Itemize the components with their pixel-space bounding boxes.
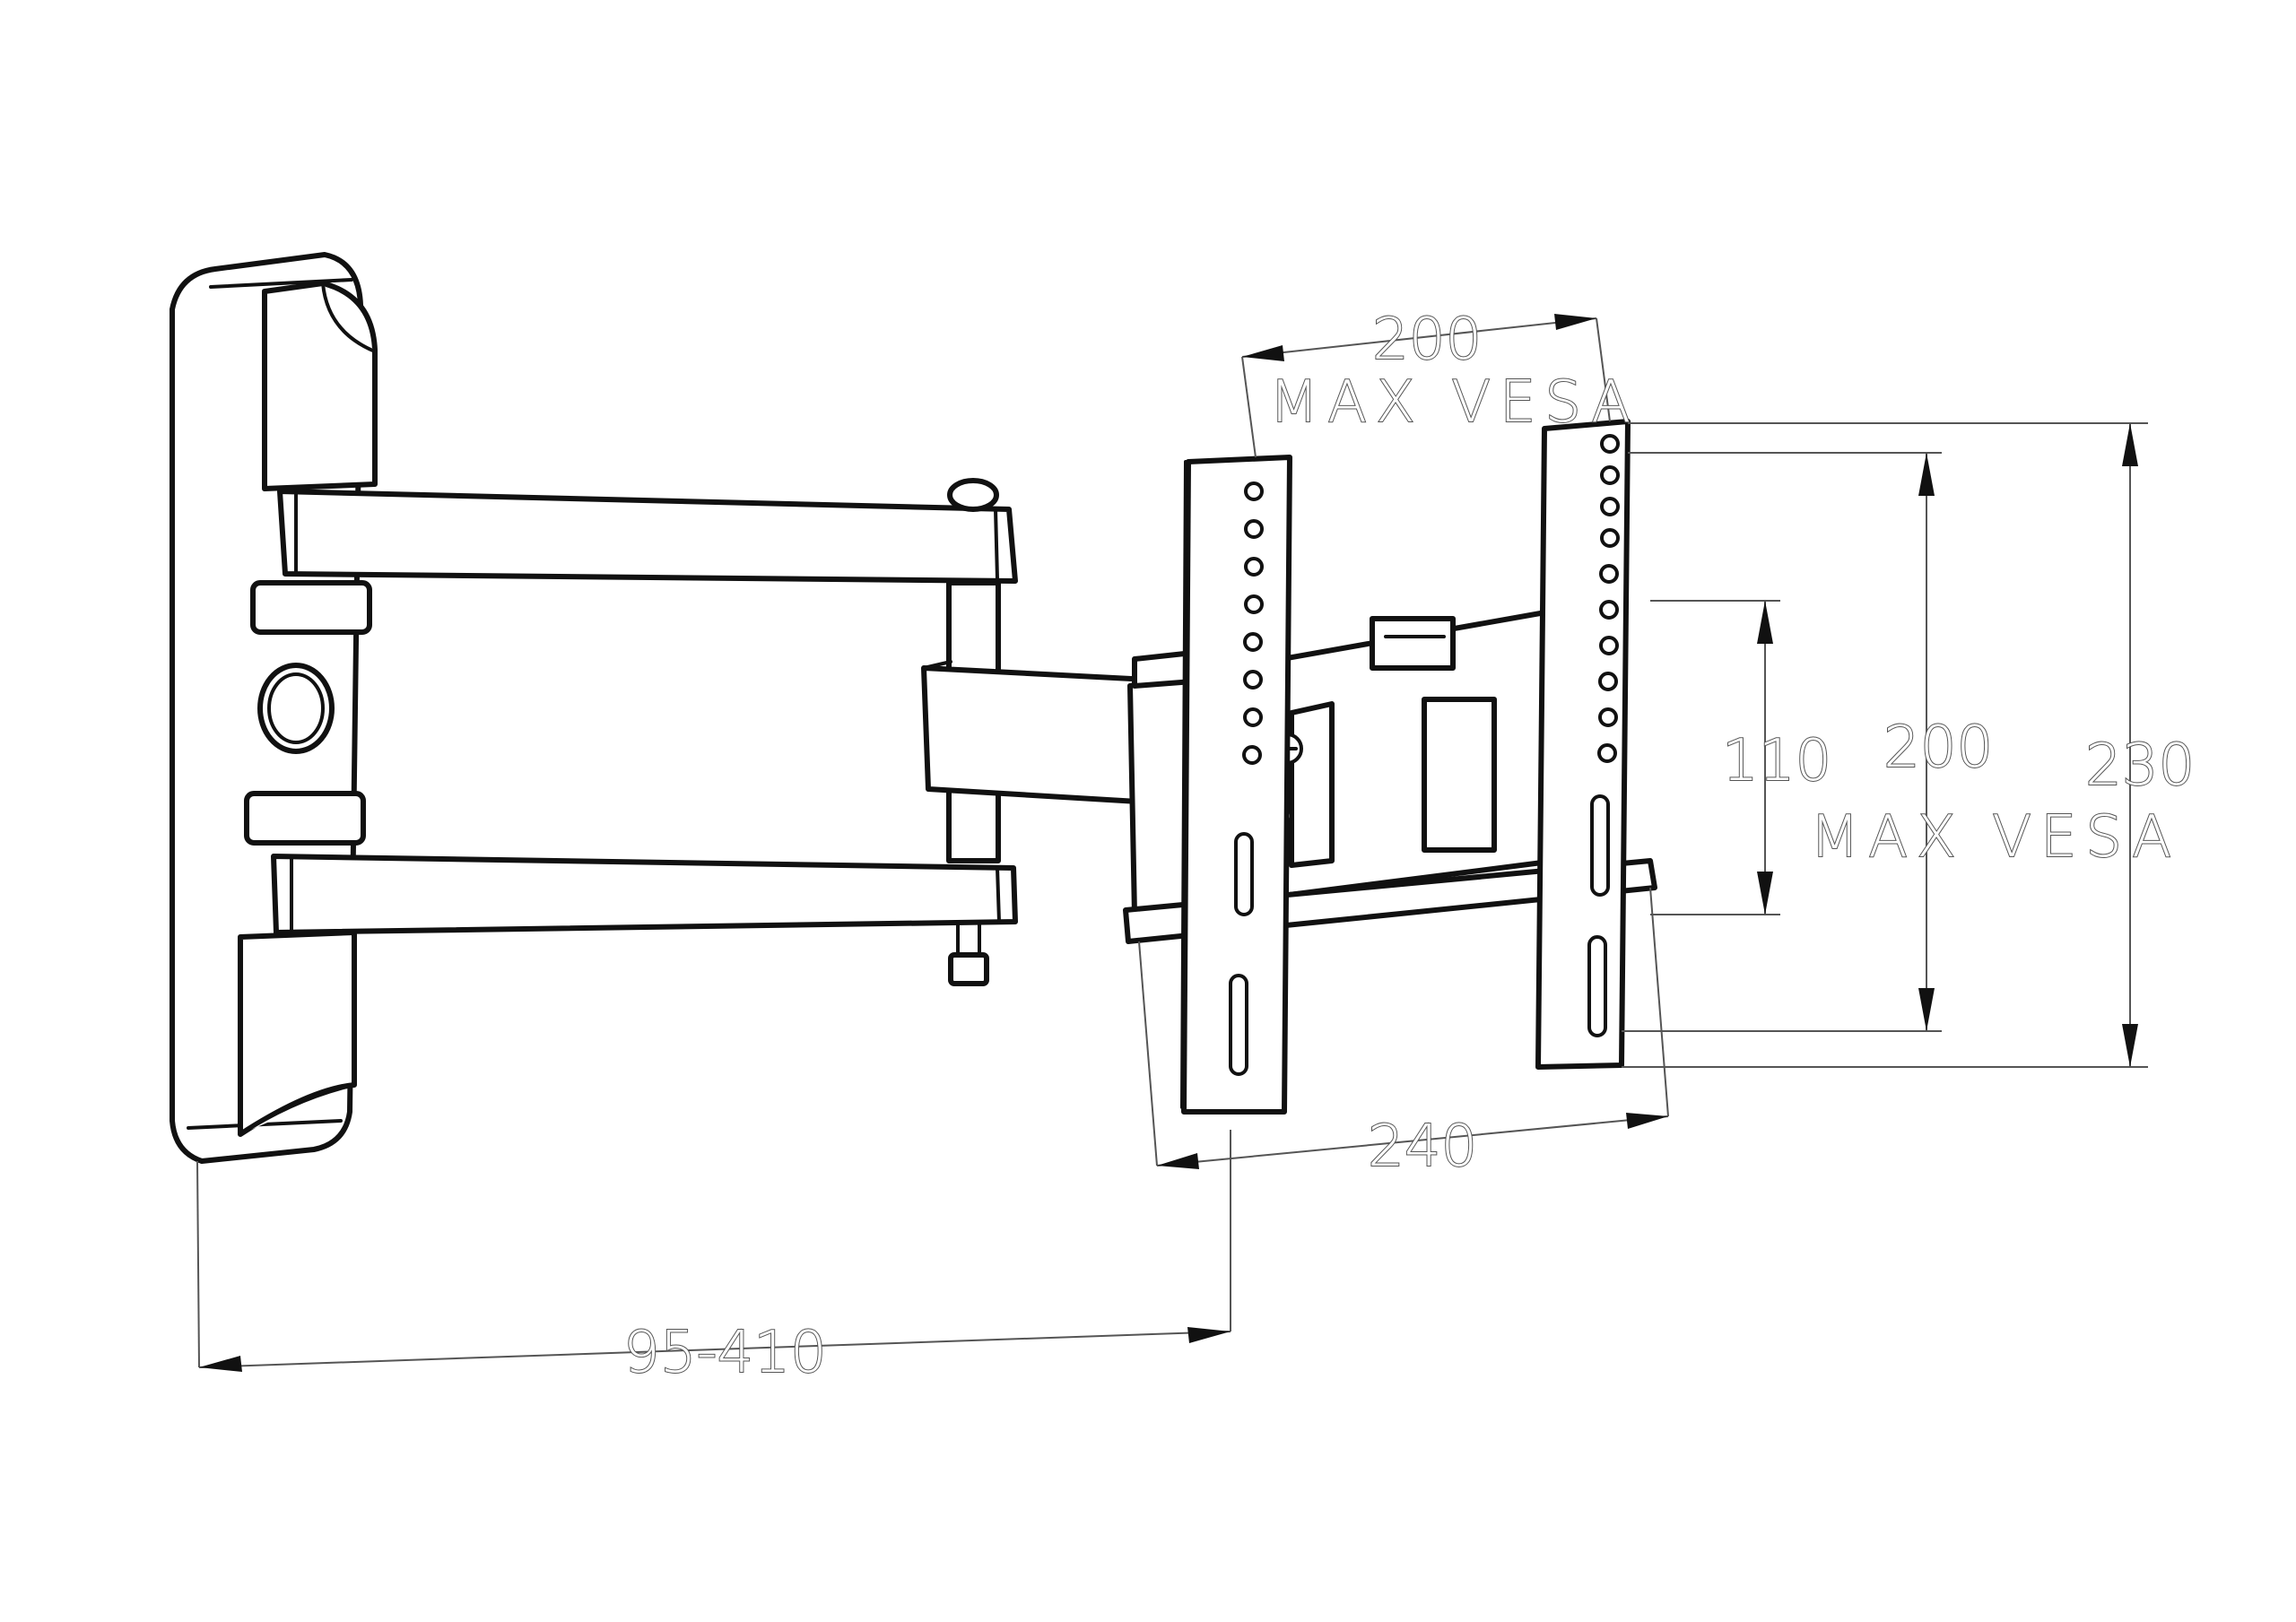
upper-arm-bolt-head xyxy=(947,478,999,512)
upper-arm xyxy=(277,478,1018,584)
carrier-slot-right xyxy=(1422,697,1497,853)
dim-overall-height-value: 230 xyxy=(2085,733,2195,799)
upper-hinge-block xyxy=(262,281,378,491)
left-strap-slot-upper xyxy=(1234,832,1254,916)
left-strap-slot-lower xyxy=(1229,974,1248,1076)
right-strap-slot-lower xyxy=(1587,935,1607,1037)
dim-inner-height-value: 110 xyxy=(1722,728,1831,794)
upper-pivot-block xyxy=(250,580,372,635)
dim-vesa-vertical-value: 200 xyxy=(1883,715,1993,781)
dimension-lines xyxy=(196,314,2148,1372)
carrier-top-clip xyxy=(1370,616,1456,671)
right-vesa-strap xyxy=(1535,419,1631,1070)
dim-vesa-horizontal-value: 200 xyxy=(1372,307,1482,373)
middle-pivot-block xyxy=(244,791,366,846)
middle-arm xyxy=(921,660,1155,805)
dim-plate-width-value: 240 xyxy=(1368,1114,1477,1180)
wall-plate-knob xyxy=(257,663,335,754)
dim-vesa-vertical-caption: MAX VESA xyxy=(1810,804,2180,871)
dim-vesa-horizontal-caption: MAX VESA xyxy=(1269,369,1639,436)
left-vesa-strap xyxy=(1180,455,1292,1115)
lower-hinge-block xyxy=(238,930,357,1137)
right-strap-slot-upper xyxy=(1590,794,1610,897)
dim-extension-value: 95-410 xyxy=(623,1320,827,1386)
lower-arm xyxy=(271,854,1018,986)
lower-arm-nut xyxy=(948,952,989,986)
